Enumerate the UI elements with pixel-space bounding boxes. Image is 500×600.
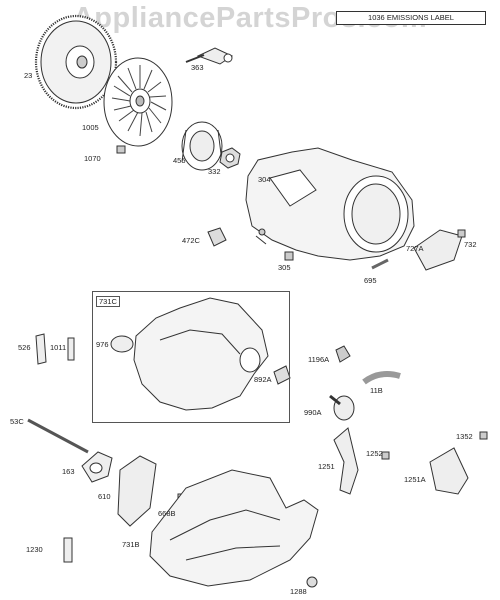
part-label-1196A[interactable]: 1196A: [308, 355, 330, 364]
spark-plug-1230-drawing: [64, 538, 72, 562]
part-610-drawing: [118, 456, 156, 526]
part-label-732[interactable]: 732: [464, 240, 477, 249]
part-label-53C[interactable]: 53C: [10, 417, 24, 426]
part-label-1011[interactable]: 1011: [50, 343, 67, 352]
inset-label: 731C: [96, 296, 120, 307]
part-label-695[interactable]: 695: [364, 276, 377, 285]
flywheel-drawing: [36, 16, 116, 108]
part-label-1288[interactable]: 1288: [290, 587, 307, 596]
part-label-727A[interactable]: 727A: [406, 244, 424, 253]
gasket-163-drawing: [82, 452, 112, 482]
part-label-1251A[interactable]: 1251A: [404, 475, 426, 484]
screw-1070-drawing: [117, 146, 125, 153]
part-label-305[interactable]: 305: [278, 263, 291, 272]
blower-housing-drawing: [246, 148, 414, 260]
screw-1352-drawing: [480, 432, 487, 439]
part-label-472C[interactable]: 472C: [182, 236, 200, 245]
part-label-332[interactable]: 332: [208, 167, 221, 176]
part-label-455[interactable]: 455: [173, 156, 186, 165]
part-1196A-drawing: [336, 346, 350, 362]
cap-976-drawing: [111, 336, 133, 352]
part-label-1352[interactable]: 1352: [456, 432, 473, 441]
part-label-731B[interactable]: 731B: [122, 540, 140, 549]
bracket-363-drawing: [186, 48, 232, 64]
part-label-610[interactable]: 610: [98, 492, 111, 501]
shroud-731C-drawing: [134, 298, 268, 410]
tube-526-drawing: [36, 334, 46, 364]
fan-drawing: [104, 58, 172, 146]
knob-990A-drawing: [330, 396, 354, 420]
screw-1252-drawing: [382, 452, 389, 459]
bracket-1251A-drawing: [430, 448, 468, 494]
nut-1288-drawing: [307, 577, 317, 587]
part-label-976[interactable]: 976: [96, 340, 109, 349]
guard-727A-drawing: [414, 230, 462, 270]
hose-11B-drawing: [364, 374, 400, 382]
part-label-1230[interactable]: 1230: [26, 545, 43, 554]
bracket-1251-drawing: [334, 428, 358, 494]
part-892A-drawing: [274, 366, 290, 384]
part-label-1252[interactable]: 1252: [366, 449, 383, 458]
part-label-526[interactable]: 526: [18, 343, 31, 352]
emissions-label: 1036 EMISSIONS LABEL: [336, 11, 486, 25]
part-label-1251[interactable]: 1251: [318, 462, 335, 471]
rod-53C-drawing: [28, 420, 88, 452]
nut-332-drawing: [220, 148, 240, 168]
cup-455-drawing: [182, 122, 222, 170]
inset-box: [92, 291, 290, 423]
part-label-23[interactable]: 23: [24, 71, 33, 80]
part-label-304[interactable]: 304: [258, 175, 271, 184]
part-label-668B[interactable]: 668B: [158, 509, 176, 518]
screw-695-drawing: [372, 260, 388, 268]
part-label-363[interactable]: 363: [191, 63, 204, 72]
part-1011-drawing: [68, 338, 74, 360]
part-label-892A[interactable]: 892A: [254, 375, 272, 384]
screw-305-drawing: [285, 252, 293, 260]
part-label-163[interactable]: 163: [62, 467, 75, 476]
part-label-990A[interactable]: 990A: [304, 408, 322, 417]
clip-472C-drawing: [208, 228, 226, 246]
part-label-1070[interactable]: 1070: [84, 154, 101, 163]
part-label-11B[interactable]: 11B: [370, 386, 383, 395]
shroud-731B-drawing: [150, 470, 318, 586]
part-label-1005[interactable]: 1005: [82, 123, 99, 132]
screw-732-drawing: [458, 230, 465, 237]
